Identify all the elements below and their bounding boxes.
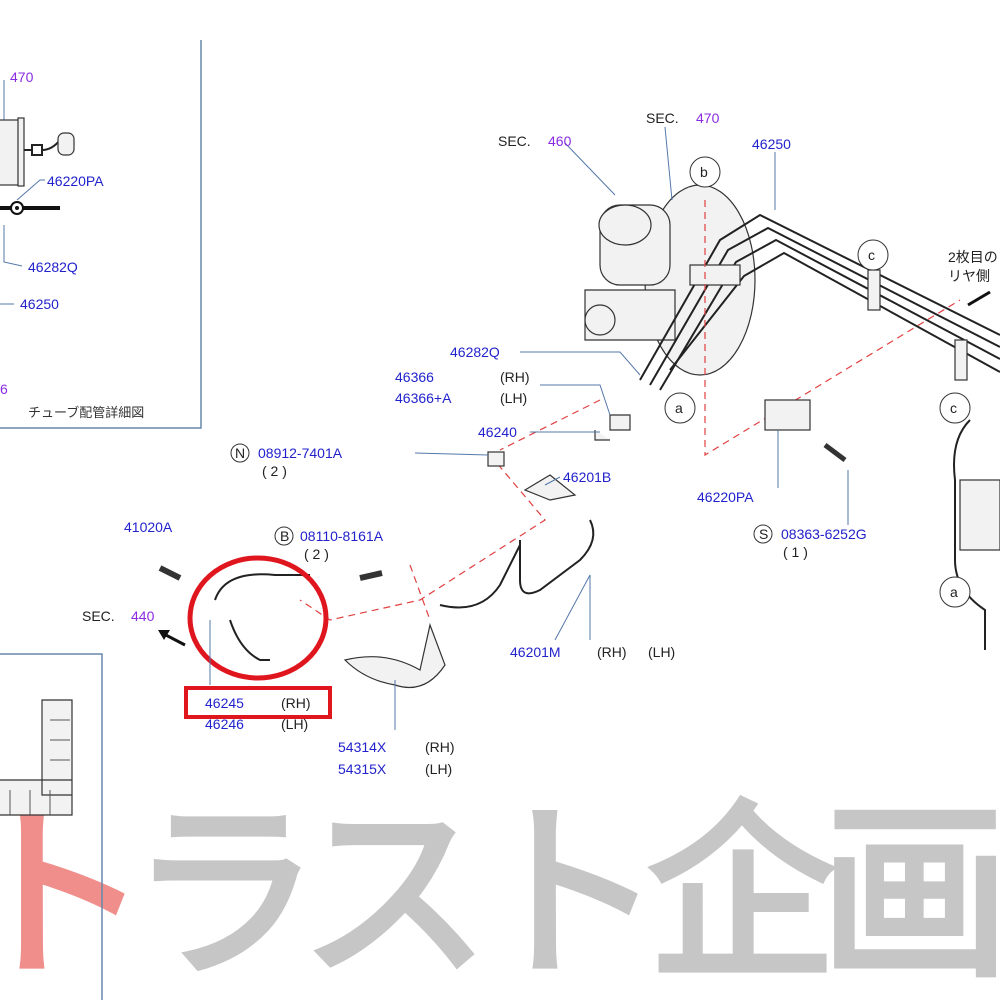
part-54315X: 54315X xyxy=(338,761,387,777)
dashed-leaders xyxy=(299,200,961,621)
part-08912-qty: ( 2 ) xyxy=(262,463,287,479)
sec-460-prefix: SEC. xyxy=(498,133,531,149)
leader-lines xyxy=(209,126,849,730)
b-badge-label: B xyxy=(280,528,289,544)
brake-lines xyxy=(639,213,1000,650)
part-08912-7401A: 08912-7401A xyxy=(258,445,343,461)
callout-c-1: c xyxy=(857,239,889,271)
inset-caption: チューブ配管詳細図 xyxy=(28,405,144,421)
part-08363-6252G: 08363-6252G xyxy=(781,526,867,542)
highlight-46245 xyxy=(184,555,332,719)
part-46282Q: 46282Q xyxy=(450,344,500,360)
arrow-head-icon xyxy=(158,630,170,640)
callout-b: b xyxy=(689,156,721,188)
svg-text:a: a xyxy=(675,400,683,416)
sec-460: 460 xyxy=(548,133,572,149)
part-54314X: 54314X xyxy=(338,739,387,755)
sec-470-prefix: SEC. xyxy=(646,110,679,126)
part-46366-rh: (RH) xyxy=(500,369,530,385)
part-46220PA: 46220PA xyxy=(697,489,754,505)
part-08110-qty: ( 2 ) xyxy=(304,546,329,562)
sec-440-prefix: SEC. xyxy=(82,608,115,624)
part-46201M-rh: (RH) xyxy=(597,644,627,660)
n-badge xyxy=(230,443,250,463)
note-line1: 2枚目の xyxy=(948,249,998,265)
part-08110-8161A: 08110-8161A xyxy=(300,528,384,544)
part-41020A: 41020A xyxy=(124,519,173,535)
part-46366A: 46366+A xyxy=(395,390,452,406)
part-46240: 46240 xyxy=(478,424,517,440)
watermark-first: ト xyxy=(0,784,150,1000)
n-badge-label: N xyxy=(235,445,245,461)
arrow-icon xyxy=(967,290,991,307)
part-46250: 46250 xyxy=(752,136,791,152)
inset-detail: 470 46220PA 46282Q 46250 6 チューブ配管詳細図 xyxy=(0,40,202,429)
svg-text:b: b xyxy=(700,164,708,180)
inset-sec-partial: 6 xyxy=(0,381,8,397)
part-46245-rh: (RH) xyxy=(281,695,311,711)
part-46245: 46245 xyxy=(205,695,244,711)
note-line2: リヤ側 xyxy=(948,268,990,284)
part-08363-qty: ( 1 ) xyxy=(783,544,808,560)
part-46201M: 46201M xyxy=(510,644,561,660)
part-54314X-rh: (RH) xyxy=(425,739,455,755)
part-46246-lh: (LH) xyxy=(281,716,308,732)
part-46366A-lh: (LH) xyxy=(500,390,527,406)
svg-text:c: c xyxy=(950,400,957,416)
svg-text:c: c xyxy=(868,247,875,263)
watermark: ト ラスト企画 xyxy=(0,784,1000,1000)
callout-a-1: a xyxy=(664,392,696,424)
callout-c-2: c xyxy=(939,392,971,424)
part-54315X-lh: (LH) xyxy=(425,761,452,777)
inset-label-46220PA: 46220PA xyxy=(47,173,104,189)
part-46201B: 46201B xyxy=(563,469,611,485)
small-parts xyxy=(158,399,847,689)
sec-470: 470 xyxy=(696,110,720,126)
inset-label-46250: 46250 xyxy=(20,296,59,312)
svg-text:a: a xyxy=(950,584,958,600)
lower-left-inset xyxy=(0,653,103,1000)
inset-label-46282Q: 46282Q xyxy=(28,259,78,275)
part-46366: 46366 xyxy=(395,369,434,385)
watermark-rest: ラスト企画 xyxy=(130,784,1000,1000)
b-badge xyxy=(274,526,294,546)
part-46246: 46246 xyxy=(205,716,244,732)
callout-a-2: a xyxy=(939,576,971,608)
sec-440: 440 xyxy=(131,608,155,624)
inset-sec-470: 470 xyxy=(10,69,34,85)
s-badge xyxy=(753,524,773,544)
part-46201M-lh: (LH) xyxy=(648,644,675,660)
s-badge-label: S xyxy=(759,526,768,542)
